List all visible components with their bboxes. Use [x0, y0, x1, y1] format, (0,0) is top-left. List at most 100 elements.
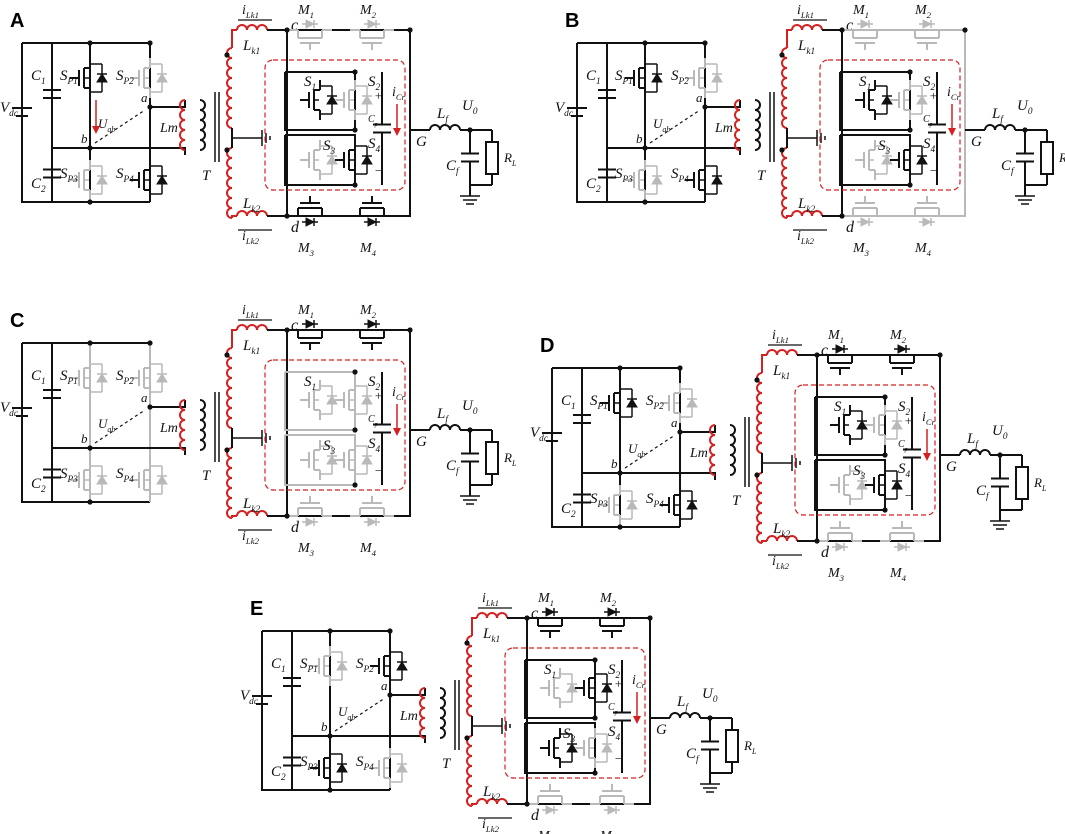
switch-s4 — [890, 140, 928, 180]
junction-dot — [779, 147, 785, 153]
rl-label: RL — [1033, 475, 1047, 493]
node-d-label: d — [531, 807, 540, 824]
body-diode-icon — [545, 607, 556, 617]
body-diode-icon — [835, 344, 846, 354]
bridge-frame — [287, 29, 411, 217]
body-diode-icon — [156, 175, 168, 185]
switch-sp4 — [370, 748, 408, 788]
m3-label: M3 — [297, 241, 315, 258]
body-diode-icon — [686, 398, 698, 408]
node-g-label: G — [946, 459, 957, 475]
sp2-label: SP2 — [116, 368, 134, 387]
rl-label: RL — [503, 150, 517, 168]
c2-label: C2 — [586, 176, 601, 195]
junction-dot — [284, 213, 290, 219]
lf-label: Lf — [966, 431, 979, 450]
panel-letter: A — [10, 10, 24, 32]
switch-sp1 — [310, 646, 348, 686]
body-diode-icon — [686, 500, 698, 510]
lm-bottom-wire — [90, 147, 186, 155]
u0-label: U0 — [462, 398, 478, 417]
clamp-capacitor-cp — [613, 660, 631, 773]
lk2-inductor — [476, 798, 508, 805]
capacitor-c1 — [283, 631, 301, 733]
lm-top-wire — [390, 688, 426, 696]
junction-dot — [352, 127, 358, 133]
secondary-winding-bottom — [781, 147, 788, 219]
node-d-label: d — [821, 544, 830, 561]
lk1-label: Lk1 — [242, 38, 260, 57]
switch-m4 — [590, 784, 634, 815]
switch-m1 — [818, 344, 862, 375]
uab-arrow — [624, 434, 676, 469]
lm-inductor — [419, 687, 426, 739]
junction-dot — [284, 513, 290, 519]
bridge-frame — [817, 354, 941, 542]
uab-label: Uab — [98, 116, 115, 134]
junction-dot — [352, 427, 358, 433]
switch-s1 — [540, 668, 578, 708]
sp2-label: SP2 — [116, 68, 134, 87]
vdc-label: Vdc — [0, 400, 19, 419]
ic-arrow-head-icon — [633, 716, 641, 724]
node-g-label: G — [416, 434, 427, 450]
ic-label: iCr — [947, 85, 961, 102]
lm-label: Lm — [689, 446, 708, 461]
lf-inductor — [429, 124, 461, 131]
junction-dot — [147, 40, 153, 46]
lk2-inductor — [766, 535, 798, 542]
switch-sp1 — [625, 58, 663, 98]
clamp-capacitor-cp — [903, 397, 921, 510]
node-b-label: b — [81, 431, 88, 446]
switch-sp4 — [660, 485, 698, 525]
m1-label: M1 — [297, 303, 314, 320]
capacitor-c1 — [43, 43, 61, 145]
lm-top-wire — [705, 100, 741, 108]
sp1-label: SP1 — [615, 68, 633, 87]
switch-s3 — [540, 728, 578, 768]
node-a-label: a — [141, 90, 148, 105]
filter-capacitor-cf — [461, 130, 479, 185]
capacitor-c1 — [573, 368, 591, 470]
u0-label: U0 — [462, 98, 478, 117]
switch-m1 — [843, 19, 887, 50]
switch-m1 — [288, 19, 332, 50]
body-diode-icon — [336, 763, 348, 773]
junction-dot — [407, 27, 413, 33]
node-b-label: b — [321, 719, 328, 734]
switch-s2 — [335, 380, 373, 420]
junction-dot — [464, 640, 470, 646]
junction-dot — [224, 147, 230, 153]
minus-label: − — [614, 751, 623, 766]
primary-winding — [729, 424, 736, 476]
body-diode-icon — [545, 805, 556, 815]
body-diode-icon — [305, 517, 316, 527]
lf-inductor — [984, 124, 1016, 131]
load-resistor-rl — [485, 441, 499, 475]
sp3-label: SP3 — [590, 491, 608, 510]
c2-label: C2 — [271, 764, 286, 783]
body-diode-icon — [881, 155, 893, 165]
node-c-label: c — [846, 17, 853, 34]
sp4-label: SP4 — [116, 466, 134, 485]
clamp-capacitor-cp — [373, 72, 391, 185]
lm-inductor — [734, 99, 741, 151]
body-diode-icon — [711, 175, 723, 185]
m2-label: M2 — [889, 328, 907, 345]
switch-sp2 — [370, 646, 408, 686]
switch-m2 — [905, 19, 949, 50]
body-diode-icon — [96, 175, 108, 185]
junction-dot — [387, 692, 393, 698]
body-diode-icon — [922, 217, 933, 227]
switch-s3 — [300, 440, 338, 480]
body-diode-icon — [326, 455, 338, 465]
junction-dot — [352, 182, 358, 188]
cf-label: Cf — [446, 458, 460, 477]
s3-label: S3 — [878, 138, 891, 157]
sp4-label: SP4 — [671, 166, 689, 185]
junction-dot — [464, 735, 470, 741]
switch-sp3 — [310, 748, 348, 788]
secondary-winding-top — [226, 47, 233, 129]
body-diode-icon — [566, 683, 578, 693]
switch-sp1 — [70, 358, 108, 398]
